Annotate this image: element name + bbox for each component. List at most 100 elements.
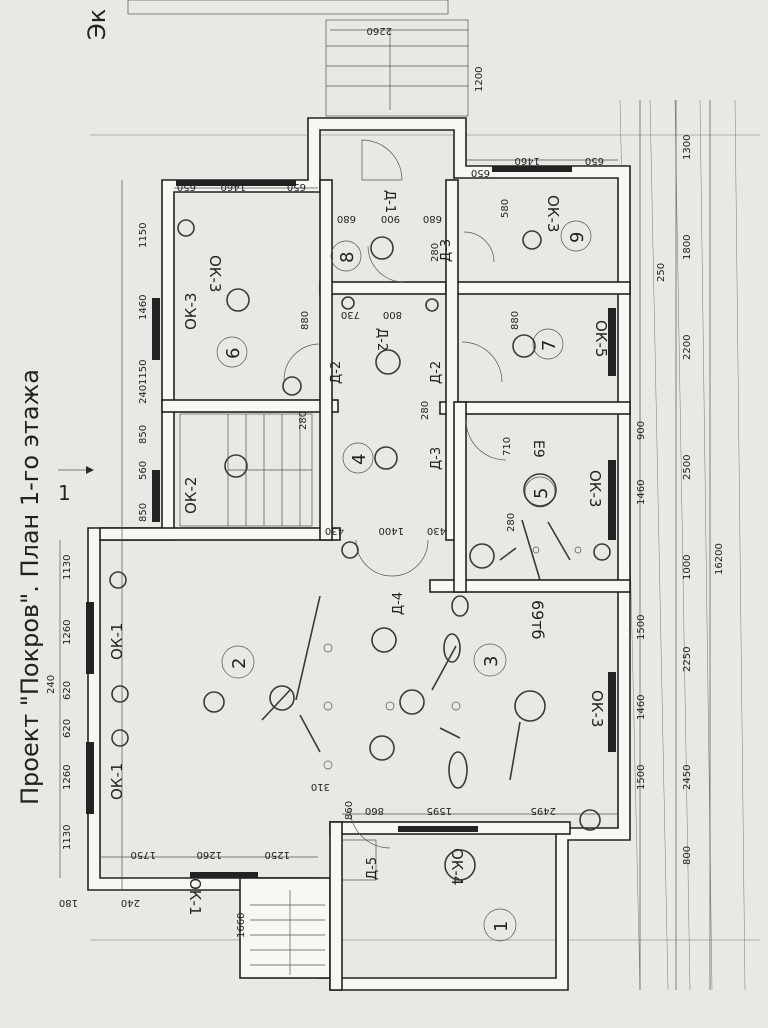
room-number: 1 xyxy=(491,921,512,932)
dim-560: 560 xyxy=(138,461,149,480)
label-d2-center: Д-2 xyxy=(374,328,389,351)
dim-1660: 1660 xyxy=(236,913,247,938)
dim-1150-top: 1150 xyxy=(138,223,149,248)
label-ok3-top: ОК-3 xyxy=(206,255,224,292)
dim-250: 250 xyxy=(656,263,667,282)
entrance-stairs xyxy=(325,19,469,117)
dimension-numbers: 2260 1200 1300 1800 2200 2500 1000 2250 … xyxy=(46,25,725,938)
room-marker-7: 7 xyxy=(532,328,564,360)
dim-240-left: 240 xyxy=(138,385,149,404)
opening-labels: ОК-3 ОК-3 ОК-3 ОК-5 ОК-3 ОК-3 ОК-2 ОК-1 … xyxy=(108,190,610,915)
dim-2250: 2250 xyxy=(682,647,693,672)
main-staircase xyxy=(179,413,313,527)
dim-1130-upper: 1130 xyxy=(62,555,73,580)
dim-2500: 2500 xyxy=(682,455,693,480)
label-ok2: ОК-2 xyxy=(182,477,200,514)
dim-240-mid: 240 xyxy=(46,675,57,694)
room-marker-3: 3 xyxy=(473,643,507,677)
dim-1200: 1200 xyxy=(474,67,485,92)
dim-880-left: 880 xyxy=(300,311,311,330)
dim-2200: 2200 xyxy=(682,335,693,360)
dim-1460-left: 1460 xyxy=(138,295,149,320)
dim-1800: 1800 xyxy=(682,235,693,260)
dim-1260-lower: 1260 xyxy=(62,765,73,790)
dim-800: 800 xyxy=(682,846,693,865)
handwritten-note-1: E9 xyxy=(530,440,546,458)
room-number: 4 xyxy=(349,454,370,465)
lower-staircase xyxy=(250,890,325,975)
dim-1400: 1400 xyxy=(379,525,404,536)
label-d5: Д-5 xyxy=(365,857,380,880)
dim-1150-mid: 1150 xyxy=(138,360,149,385)
corner-text: Эк xyxy=(83,9,111,40)
label-d1: Д-1 xyxy=(382,190,397,213)
label-d3-upper: Д-3 xyxy=(439,239,454,262)
dim-1250: 1250 xyxy=(265,849,290,860)
dim-800: 800 xyxy=(383,309,402,320)
dim-710: 710 xyxy=(502,437,513,456)
dim-850-upper: 850 xyxy=(138,425,149,444)
room-marker-1: 1 xyxy=(483,908,517,942)
dim-2260: 2260 xyxy=(367,25,392,36)
dimension-lines xyxy=(59,29,711,990)
dim-280-d: 280 xyxy=(506,513,517,532)
label-ok3-left: ОК-3 xyxy=(182,293,200,330)
dim-2450: 2450 xyxy=(682,765,693,790)
dim-2495: 2495 xyxy=(531,805,556,816)
grid-lines xyxy=(90,99,760,991)
dim-16200: 16200 xyxy=(714,543,725,575)
room-marker-9: 9 xyxy=(560,220,592,252)
dim-310: 310 xyxy=(311,781,330,792)
room-number: 3 xyxy=(481,656,502,667)
label-ok5: ОК-5 xyxy=(592,320,610,357)
room-marker-2: 2 xyxy=(221,645,255,679)
label-ok1-upper: ОК-1 xyxy=(108,623,126,660)
label-ok1-lower: ОК-1 xyxy=(108,763,126,800)
dim-430-a: 430 xyxy=(325,525,344,536)
room-marker-8: 8 xyxy=(330,240,362,272)
dim-1500-b: 1500 xyxy=(636,765,647,790)
dim-1460-right: 1460 xyxy=(515,155,540,166)
dim-850-lower: 850 xyxy=(138,503,149,522)
dim-650-b: 650 xyxy=(287,181,306,192)
label-ok3-room3: ОК-3 xyxy=(588,690,606,727)
dim-280-b: 280 xyxy=(298,411,309,430)
section-mark-label: 1 xyxy=(58,481,71,505)
room-marker-4: 4 xyxy=(342,442,374,474)
dim-900: 900 xyxy=(381,213,400,224)
door-swings xyxy=(283,139,507,881)
dim-1260-upper: 1260 xyxy=(62,620,73,645)
section-mark: 1 xyxy=(58,466,94,505)
dim-680-a: 680 xyxy=(337,213,356,224)
dim-180: 180 xyxy=(59,897,78,908)
label-d2-left: Д-2 xyxy=(329,361,344,384)
dim-1460-c: 1460 xyxy=(636,480,647,505)
dim-1260-bottom: 1260 xyxy=(197,849,222,860)
dim-280-a: 280 xyxy=(430,243,441,262)
dim-620-a: 620 xyxy=(62,681,73,700)
dim-650-a: 650 xyxy=(177,181,196,192)
dim-240-bottom: 240 xyxy=(121,897,140,908)
room-markers: 1 2 3 4 5 6 7 8 9 xyxy=(216,220,592,942)
room-marker-6: 6 xyxy=(216,336,248,368)
room-number: 9 xyxy=(567,232,588,243)
dim-730: 730 xyxy=(341,309,360,320)
label-d3-lower: Д-3 xyxy=(429,447,444,470)
dim-880-right: 880 xyxy=(510,311,521,330)
dim-860: 860 xyxy=(344,801,355,820)
room-number: 7 xyxy=(539,340,560,351)
label-ok4: ОК-4 xyxy=(448,848,466,885)
dim-1300: 1300 xyxy=(682,135,693,160)
label-ok3-room9: ОК-3 xyxy=(544,195,562,232)
room-number: 6 xyxy=(223,348,244,359)
room-marker-5: 5 xyxy=(524,476,556,508)
label-d4: Д-4 xyxy=(391,592,406,615)
dim-580: 580 xyxy=(500,199,511,218)
room-number: 5 xyxy=(531,488,552,499)
room-number: 2 xyxy=(229,658,250,669)
dim-650-c: 650 xyxy=(471,167,490,178)
fixtures xyxy=(323,546,582,770)
dim-430-b: 430 xyxy=(427,525,446,536)
